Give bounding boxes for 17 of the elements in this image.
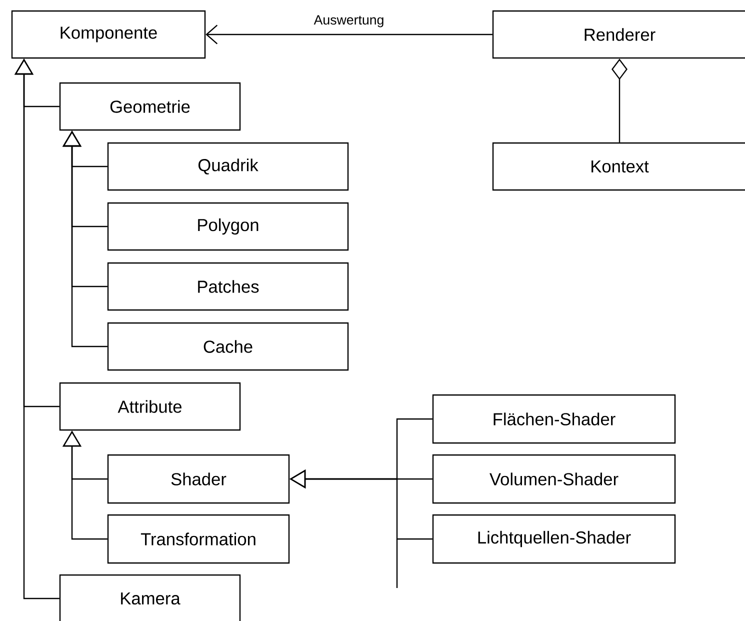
class-box: Lichtquellen-Shader xyxy=(432,514,676,564)
class-box: Polygon xyxy=(107,202,349,251)
class-box: Attribute xyxy=(59,382,241,431)
class-box: Renderer xyxy=(492,10,745,59)
class-box: Flächen-Shader xyxy=(432,394,676,444)
class-box: Kontext xyxy=(492,142,745,191)
class-box: Volumen-Shader xyxy=(432,454,676,504)
class-box: Transformation xyxy=(107,514,290,564)
class-box: Quadrik xyxy=(107,142,349,191)
class-box: Shader xyxy=(107,454,290,504)
class-box: Geometrie xyxy=(59,82,241,131)
edge-label: Auswertung xyxy=(314,15,384,28)
association-arrow xyxy=(206,24,492,44)
class-box: Kamera xyxy=(59,574,241,621)
class-box: Komponente xyxy=(11,10,206,59)
class-box: Patches xyxy=(107,262,349,311)
class-box: Cache xyxy=(107,322,349,371)
